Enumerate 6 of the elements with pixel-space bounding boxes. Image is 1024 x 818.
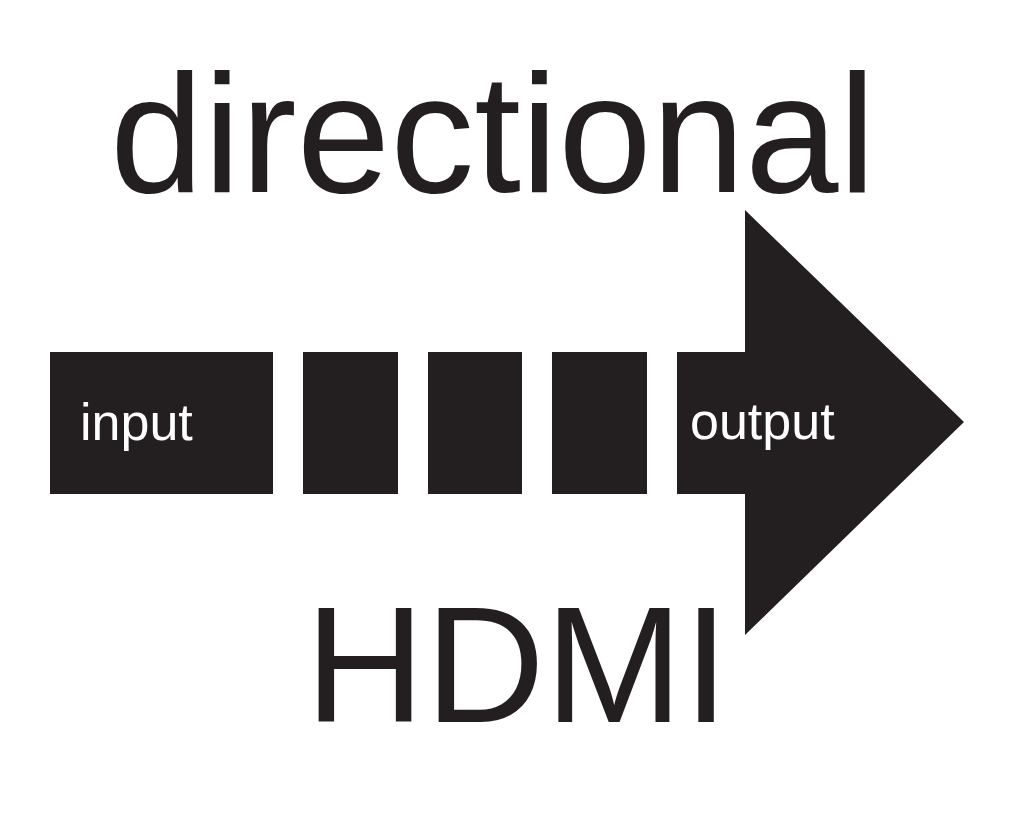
segment-block: [303, 352, 398, 494]
segment-block: [552, 352, 647, 494]
subheading-text: HDMI: [305, 582, 730, 748]
segment-block: [50, 352, 273, 494]
segment-block: [428, 352, 522, 494]
heading-text: directional: [110, 50, 876, 218]
